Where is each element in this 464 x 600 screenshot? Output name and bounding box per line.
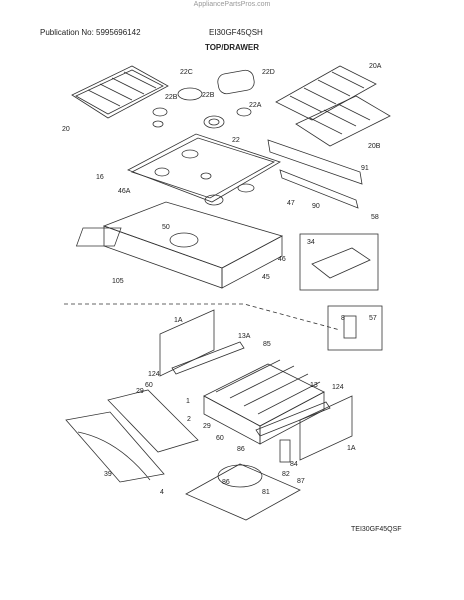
drawer-panel-4 — [65, 411, 165, 483]
drawer-side-1a-left — [159, 309, 215, 377]
callout-22a: 22A — [249, 102, 262, 109]
oven-bottom-87 — [185, 463, 301, 521]
callout-58: 58 — [371, 214, 379, 221]
callout-1a: 1A — [174, 317, 183, 324]
callout-45: 45 — [262, 274, 270, 281]
callout-124: 124 — [148, 371, 160, 378]
griddle-burner-22d — [217, 69, 255, 95]
callout-82: 82 — [282, 471, 290, 478]
igniter-82 — [279, 439, 291, 463]
section-title: TOP/DRAWER — [204, 43, 260, 52]
left-grate — [71, 65, 169, 119]
callout-4: 4 — [160, 489, 164, 496]
callout-47: 47 — [287, 200, 295, 207]
callout-29-2: 29 — [203, 423, 211, 430]
callout-22: 22 — [232, 137, 240, 144]
callout-60: 60 — [145, 382, 153, 389]
callout-124-2: 124 — [332, 384, 344, 391]
section-divider — [64, 303, 341, 331]
callout-91: 91 — [361, 165, 369, 172]
callout-22b: 22B — [165, 94, 178, 101]
callout-20a: 20A — [369, 63, 382, 70]
callout-1: 1 — [186, 398, 190, 405]
publication-number: Publication No: 5995696142 — [40, 28, 141, 37]
callout-86: 86 — [237, 446, 245, 453]
callout-2: 2 — [187, 416, 191, 423]
spring-parts-box — [327, 305, 383, 351]
rail-90 — [279, 169, 359, 209]
burner-cap-22b-left — [152, 107, 168, 117]
callout-60-2: 60 — [216, 435, 224, 442]
callout-16: 16 — [96, 174, 104, 181]
rear-trim-91 — [267, 139, 363, 185]
callouts-top: 20 22C 22D 22B 22B 20A 22A 22 20B 16 91 … — [62, 63, 382, 285]
callout-20b: 20B — [368, 143, 381, 150]
callout-1a-2: 1A — [347, 445, 356, 452]
cooktop-panel — [127, 133, 281, 206]
callout-87: 87 — [297, 478, 305, 485]
callout-105: 105 — [112, 278, 124, 285]
burner-cap-22 — [203, 115, 225, 129]
drawer-rack-85 — [203, 359, 325, 445]
drawer-slide-13 — [255, 401, 331, 437]
callout-39: 39 — [104, 471, 112, 478]
callout-22c: 22C — [180, 69, 193, 76]
drawer-front-2 — [107, 389, 199, 453]
range-body-top — [75, 201, 284, 289]
griddle-box — [299, 233, 379, 291]
callout-8: 8 — [341, 315, 345, 322]
drawing-id: TEI30GF45QSF — [351, 526, 402, 533]
burner-cap-22c — [177, 87, 203, 101]
callout-29: 29 — [136, 388, 144, 395]
drawer-side-1a-right — [299, 395, 353, 461]
callout-57: 57 — [369, 315, 377, 322]
callouts-drawer: 1A 13A 85 124 60 29 1 13 124 2 29 60 86 … — [104, 315, 377, 496]
callout-90: 90 — [312, 203, 320, 210]
drawer-handle-39 — [77, 431, 151, 481]
callout-81: 81 — [262, 489, 270, 496]
callout-22d: 22D — [262, 69, 275, 76]
callout-86-2: 86 — [222, 479, 230, 486]
callout-46: 46 — [278, 256, 286, 263]
right-grate-20a — [275, 65, 377, 121]
callout-46a: 46A — [118, 188, 131, 195]
callout-50: 50 — [162, 224, 170, 231]
callout-22b-2: 22B — [202, 92, 215, 99]
callout-13: 13 — [310, 382, 318, 389]
griddle-34 — [311, 247, 371, 279]
callout-84: 84 — [290, 461, 298, 468]
broil-burner-81 — [217, 464, 263, 488]
drawer-slide-13a — [171, 341, 245, 375]
model-number: EI30GF45QSH — [209, 28, 263, 37]
right-grate-20b — [295, 95, 391, 147]
callout-20: 20 — [62, 126, 70, 133]
burner-cap-22a — [236, 107, 252, 117]
callout-34: 34 — [307, 239, 315, 246]
watermark: AppliancePartsPros.com — [193, 1, 271, 8]
callout-13a: 13A — [238, 333, 251, 340]
callout-85: 85 — [263, 341, 271, 348]
